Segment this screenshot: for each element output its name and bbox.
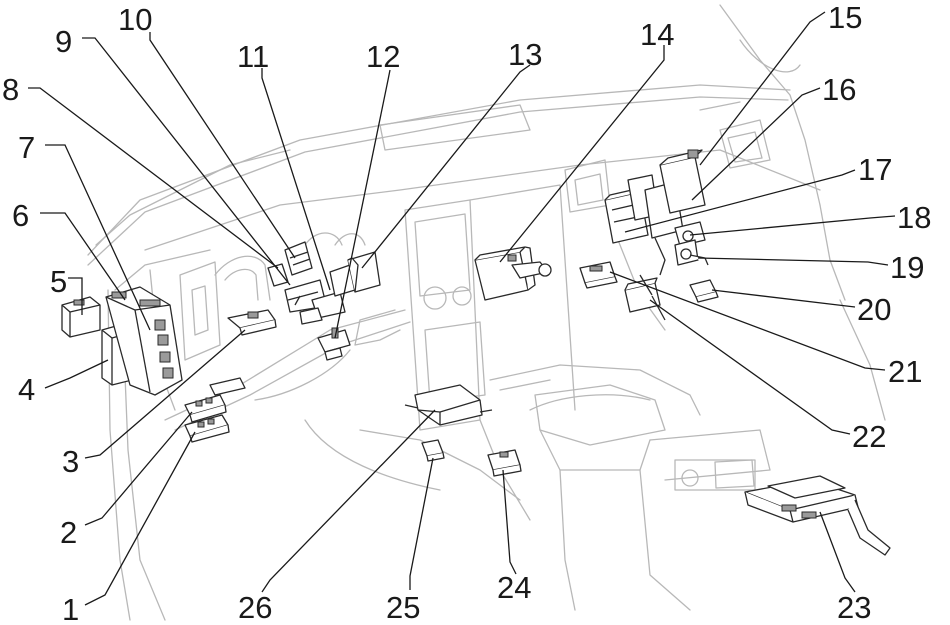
component-26 — [404, 384, 493, 426]
callout-8: 8 — [2, 72, 19, 107]
component-13 — [317, 327, 351, 361]
callout-11: 11 — [237, 39, 269, 74]
component-3 — [227, 309, 277, 336]
callout-labels: 1 2 3 4 5 6 7 8 9 10 11 12 13 14 15 16 1… — [2, 0, 931, 625]
component-20 — [689, 279, 719, 303]
callout-20: 20 — [857, 292, 891, 327]
components — [61, 149, 891, 556]
callout-14: 14 — [640, 17, 674, 52]
component-24 — [487, 449, 522, 477]
component-15-19 — [604, 149, 709, 276]
callout-4: 4 — [18, 372, 35, 407]
component-14 — [474, 246, 552, 301]
callout-22: 22 — [852, 419, 886, 454]
callout-17: 17 — [858, 152, 892, 187]
callout-18: 18 — [897, 200, 931, 235]
callout-24: 24 — [497, 570, 531, 605]
component-12 — [347, 251, 381, 293]
callout-26: 26 — [238, 590, 272, 625]
callout-7: 7 — [18, 130, 35, 165]
callout-6: 6 — [12, 198, 29, 233]
component-22 — [624, 274, 666, 321]
callout-9: 9 — [55, 24, 72, 59]
component-8-11 — [267, 241, 356, 325]
component-1-2 — [184, 377, 246, 443]
component-25 — [421, 439, 445, 462]
callout-25: 25 — [386, 590, 420, 625]
callout-2: 2 — [60, 515, 77, 550]
dashboard-outline — [87, 4, 886, 621]
callout-21: 21 — [888, 354, 922, 389]
callout-3: 3 — [62, 444, 79, 479]
callout-19: 19 — [890, 250, 924, 285]
callout-10: 10 — [118, 2, 152, 37]
callout-5: 5 — [50, 264, 67, 299]
callout-12: 12 — [366, 39, 400, 74]
callout-16: 16 — [822, 72, 856, 107]
callout-15: 15 — [828, 0, 862, 35]
callout-23: 23 — [837, 590, 871, 625]
component-21 — [579, 261, 618, 289]
callout-13: 13 — [508, 37, 542, 72]
component-23 — [744, 475, 891, 556]
component-5 — [61, 296, 101, 338]
callout-1: 1 — [62, 592, 79, 625]
component-6-7 — [105, 286, 183, 396]
leader-lines — [28, 11, 896, 606]
